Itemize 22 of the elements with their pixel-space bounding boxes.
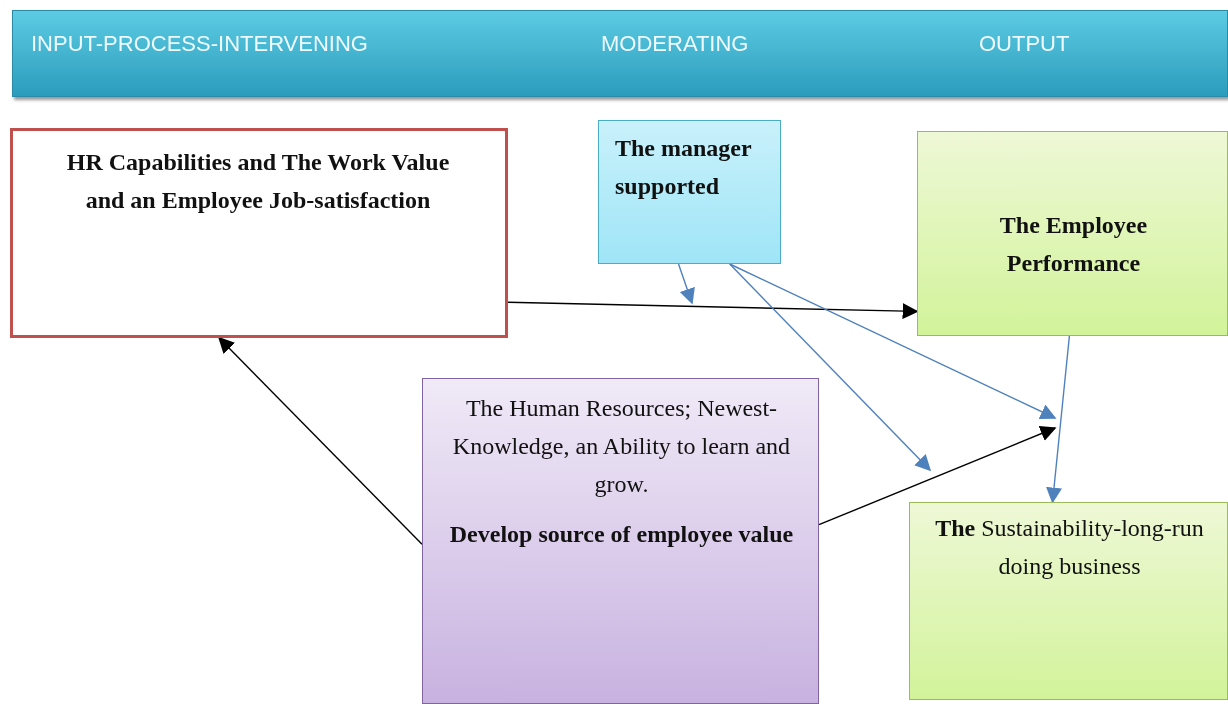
box-text: The Sustainability-long-run doing business <box>934 514 1205 581</box>
box-text: The Employee Performance <box>998 211 1149 278</box>
header-band <box>12 10 1228 97</box>
arrow <box>818 426 1057 526</box>
arrow <box>507 301 919 320</box>
arrow <box>1046 335 1071 504</box>
arrow <box>677 263 695 305</box>
arrow <box>729 263 1057 420</box>
column-heading: INPUT-PROCESS-INTERVENING <box>31 30 369 58</box>
output-box <box>909 502 1228 700</box>
box-text: The Human Resources; Newest-Knowledge, an Ability to learn and grow. <box>451 394 792 499</box>
arrow <box>218 336 423 545</box>
box-text: The manager supported <box>615 134 753 201</box>
box-text: HR Capabilities and The Work Value and an Employee Job-satisfaction <box>65 148 451 215</box>
output-box <box>917 131 1228 336</box>
input-box <box>422 378 819 704</box>
column-heading: OUTPUT <box>979 30 1071 58</box>
moderator-box <box>598 120 781 264</box>
column-heading: MODERATING <box>601 30 750 58</box>
box-text: Develop source of employee value <box>448 520 795 549</box>
process-box <box>10 128 508 338</box>
arrow <box>729 263 932 472</box>
